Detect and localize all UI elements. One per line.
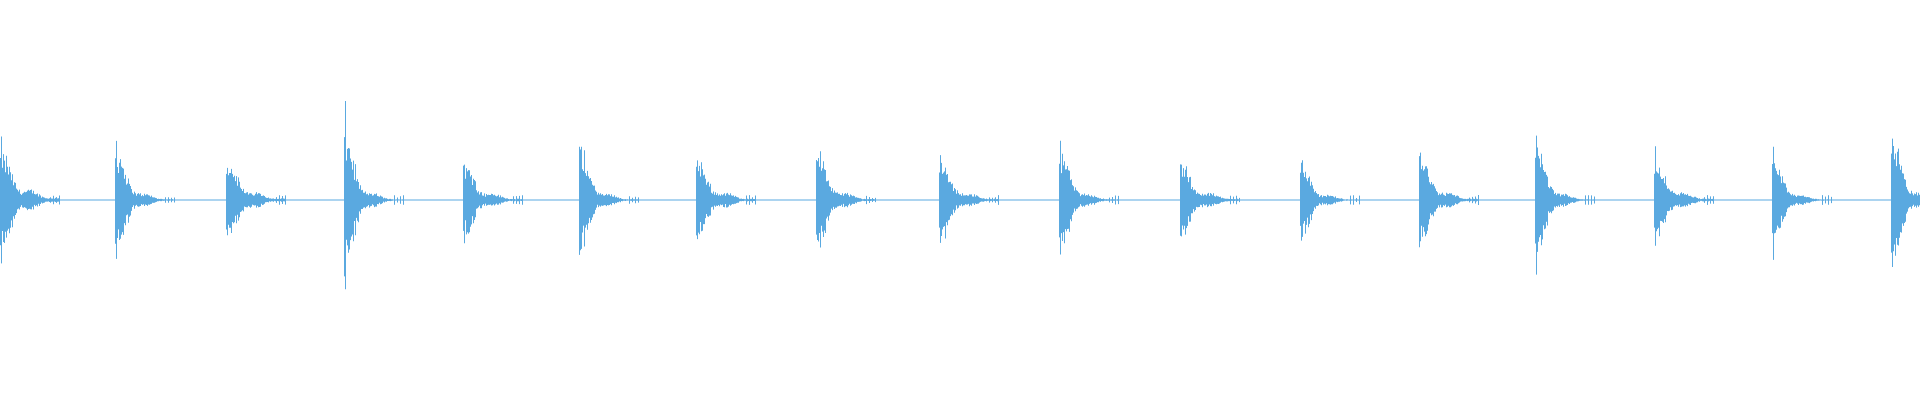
waveform-hit-tail <box>165 197 175 203</box>
waveform-hit <box>579 146 639 255</box>
waveform-hit <box>939 155 999 243</box>
waveform-hit <box>115 140 175 259</box>
waveform-hit-path <box>1535 135 1595 275</box>
waveform-hit <box>0 136 60 264</box>
waveform-hit-tail <box>1109 195 1119 205</box>
waveform-hit <box>1059 140 1119 255</box>
waveform-hit <box>696 160 756 240</box>
waveform-hit-tail <box>1230 195 1240 205</box>
waveform-hit <box>463 164 523 244</box>
waveform-hit-path <box>463 164 523 244</box>
waveform-hit-tail <box>629 196 639 204</box>
waveform-hit-tail <box>276 195 286 205</box>
waveform-hit <box>816 151 876 248</box>
waveform-hit-path <box>1891 138 1920 267</box>
waveform-hit-tail <box>1704 195 1714 205</box>
waveform-hit-tail <box>746 195 756 205</box>
waveform-hit <box>1535 135 1595 275</box>
waveform-hit-path <box>1654 146 1714 246</box>
waveform-hit <box>226 167 286 236</box>
waveform-hit <box>1772 146 1832 260</box>
waveform-hit-tail <box>50 195 60 205</box>
waveform-hit <box>1300 160 1360 241</box>
waveform-hit-tail <box>1585 195 1595 205</box>
waveform-hit <box>1419 152 1479 248</box>
waveform-hit-tail <box>989 195 999 205</box>
waveform-hit-tail <box>1469 195 1479 205</box>
waveform-hit-tail <box>513 195 523 205</box>
waveform-hit <box>1891 138 1920 267</box>
waveform-hits <box>0 101 1920 290</box>
waveform-hit-path <box>344 101 404 290</box>
waveform-hit <box>1654 146 1714 246</box>
waveform-hit <box>1180 164 1240 237</box>
waveform-hit-tail <box>1822 195 1832 205</box>
waveform-hit-tail <box>866 195 876 205</box>
waveform-hit-tail <box>1350 195 1360 205</box>
waveform-hit-tail <box>394 195 404 205</box>
waveform-hit <box>344 101 404 290</box>
